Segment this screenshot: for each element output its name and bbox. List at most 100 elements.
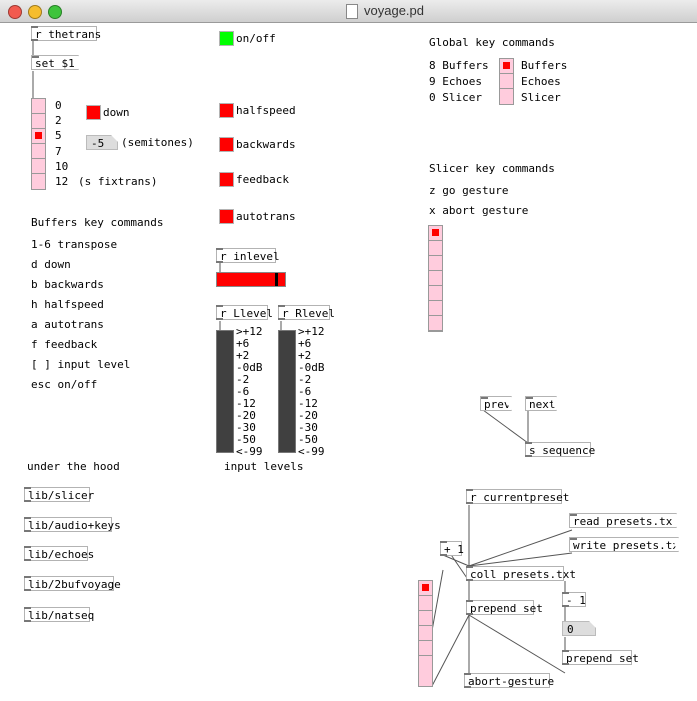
lib-slicer-object[interactable]: lib/slicer [24,487,94,502]
global-keys-list: 8 Buffers 9 Echoes 0 Slicer [429,58,489,106]
window-title: voyage.pd [364,3,424,18]
r-currentpreset-object[interactable]: r currentpreset [466,489,569,504]
prepend-set-object-2[interactable]: prepend set [562,650,639,665]
document-icon [346,4,358,19]
r-inlevel-object[interactable]: r inlevel [216,248,280,263]
key-command: 0 Slicer [429,91,482,104]
module-select-radio[interactable] [499,58,514,105]
key-command: x abort gesture [429,204,529,217]
lib-natseq-object[interactable]: lib/natseq [24,607,94,622]
input-levels-label: input levels [224,460,304,473]
radio-cell[interactable] [32,99,45,114]
halfspeed-label: halfspeed [236,104,296,117]
key-command: esc on/off [31,378,98,391]
input-level-slider[interactable] [216,272,286,287]
lib-echoes-object[interactable]: lib/echoes [24,546,94,561]
radio-cell[interactable] [429,331,442,346]
meter-scale-text: >+12 +6 +2 -0dB -2 -6 -12 -20 -30 -50 <-… [236,325,263,458]
radio-cell[interactable] [429,316,442,331]
lib-2bufvoyage-object[interactable]: lib/2bufvoyage [24,576,121,591]
key-command: 9 Echoes [429,75,482,88]
key-command: a autotrans [31,318,104,331]
prepend-set-object[interactable]: prepend set [466,600,543,615]
left-meter-scale: >+12 +6 +2 -0dB -2 -6 -12 -20 -30 -50 <-… [236,326,263,458]
radio-cell[interactable] [429,226,442,241]
backwards-label: backwards [236,138,296,151]
radio-cell[interactable] [419,581,432,596]
radio-cell[interactable] [32,159,45,174]
transpose-values: 0 2 5 7 10 12 [55,98,68,189]
key-command: d down [31,258,71,271]
semitones-label: (semitones) [121,136,194,149]
key-command: [ ] input level [31,358,131,371]
transpose-value: 7 [55,144,62,158]
slicer-keys-title: Slicer key commands [429,162,555,175]
buffers-keys-list: 1-6 transpose d down b backwards h halfs… [31,235,130,395]
on-off-label: on/off [236,32,276,45]
radio-cell[interactable] [429,286,442,301]
halfspeed-toggle[interactable] [219,103,234,118]
radio-cell[interactable] [500,89,513,104]
key-command: f feedback [31,338,98,351]
key-command: 1-6 transpose [31,238,118,251]
autotrans-toggle[interactable] [219,209,234,224]
radio-cell[interactable] [32,114,45,129]
autotrans-label: autotrans [236,210,296,223]
preset-radio[interactable] [418,580,433,687]
patch-canvas[interactable]: r thetrans set $1 0 2 5 7 10 12 (s fixtr… [0,23,697,701]
write-presets-message[interactable]: write presets.txt [569,537,679,552]
transpose-value: 2 [55,114,62,128]
radio-cell[interactable] [500,59,513,74]
radio-cell[interactable] [429,256,442,271]
r-Llevel-object[interactable]: r Llevel [216,305,273,320]
radio-cell[interactable] [500,74,513,89]
module-label: Slicer [521,91,561,104]
transpose-radio[interactable] [31,98,46,190]
plus-one-object[interactable]: + 1 [440,541,464,556]
prev-message[interactable]: prev [480,396,512,411]
left-level-meter [216,330,234,453]
module-label: Echoes [521,75,561,88]
radio-cell[interactable] [429,241,442,256]
next-message[interactable]: next [525,396,557,411]
slider-knob[interactable] [275,273,278,286]
zoom-window-button[interactable] [48,5,62,19]
abort-gesture-message[interactable]: abort-gesture [464,673,554,688]
radio-cell[interactable] [419,626,432,641]
title-bar: voyage.pd [0,0,697,23]
radio-cell[interactable] [429,301,442,316]
transpose-value: 10 [55,159,69,173]
buffers-keys-title: Buffers key commands [31,216,164,229]
set-message[interactable]: set $1 [31,55,79,70]
r-thetrans-object[interactable]: r thetrans [31,26,101,41]
read-presets-message[interactable]: read presets.txt [569,513,677,528]
radio-cell[interactable] [32,174,45,189]
radio-cell[interactable] [429,271,442,286]
radio-cell[interactable] [32,129,45,144]
slicer-radio[interactable] [428,225,443,332]
r-Rlevel-object[interactable]: r Rlevel [278,305,335,320]
feedback-label: feedback [236,173,289,186]
semitones-number-box[interactable]: -5 [86,135,118,150]
radio-cell[interactable] [419,611,432,626]
radio-cell[interactable] [32,144,45,159]
radio-cell[interactable] [419,641,432,656]
right-level-meter [278,330,296,453]
on-off-toggle[interactable] [219,31,234,46]
transpose-value: 5 [55,129,62,143]
close-window-button[interactable] [8,5,22,19]
preset-number-box[interactable]: 0 [562,621,596,636]
global-keys-title: Global key commands [429,36,555,49]
s-sequence-object[interactable]: s sequence [525,442,595,457]
module-labels: Buffers Echoes Slicer [521,58,567,106]
down-label: down [103,106,130,119]
minus-one-object[interactable]: - 1 [562,592,586,607]
coll-presets-object[interactable]: coll presets.txt [466,566,576,581]
radio-cell[interactable] [419,656,432,671]
backwards-toggle[interactable] [219,137,234,152]
minimize-window-button[interactable] [28,5,42,19]
lib-audio-keys-object[interactable]: lib/audio+keys [24,517,121,532]
feedback-toggle[interactable] [219,172,234,187]
down-toggle[interactable] [86,105,101,120]
radio-cell[interactable] [419,596,432,611]
